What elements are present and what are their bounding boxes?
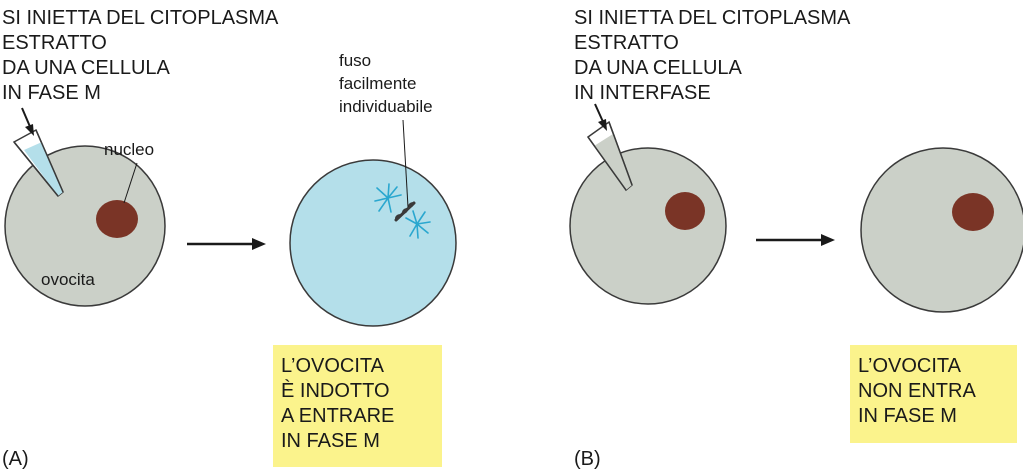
panel-a-title-line-1: SI INIETTA DEL CITOPLASMA <box>2 7 279 29</box>
nucleus-b-before <box>665 192 705 230</box>
nucleus-leader-line <box>123 162 138 204</box>
pipette-b <box>586 120 633 192</box>
spindle-leader-line <box>402 119 409 208</box>
result-b-line-2: NON ENTRA <box>858 380 976 402</box>
result-a-line-3: A ENTRARE <box>281 405 394 427</box>
panel-a: SI INIETTA DEL CITOPLASMA ESTRATTO DA UN… <box>2 7 457 470</box>
process-arrow-a <box>187 238 266 250</box>
panel-b-label: (B) <box>574 448 601 470</box>
panel-b-title-line-2: ESTRATTO <box>574 32 679 54</box>
panel-b-title-line-4: IN INTERFASE <box>574 82 711 104</box>
panel-a-title-line-2: ESTRATTO <box>2 32 107 54</box>
panel-b-title-line-1: SI INIETTA DEL CITOPLASMA <box>574 7 851 29</box>
spindle-aster-lower <box>405 210 431 239</box>
panel-b-title-line-3: DA UNA CELLULA <box>574 57 743 79</box>
nucleus-a-before <box>96 200 138 238</box>
injection-arrow-b <box>594 103 607 131</box>
spindle-label-line-1: fuso <box>339 51 371 70</box>
nucleus-b-after <box>952 193 994 231</box>
result-a-line-2: È INDOTTO <box>281 379 390 402</box>
spindle-label-line-3: individuabile <box>339 97 433 116</box>
injection-arrow-a <box>21 107 34 136</box>
process-arrow-b <box>756 234 835 246</box>
oocyte-a-after <box>289 159 457 327</box>
result-b-line-3: IN FASE M <box>858 405 957 427</box>
result-a-line-1: L’OVOCITA <box>281 355 385 377</box>
panel-a-label: (A) <box>2 448 29 470</box>
mitotic-spindle <box>374 183 431 239</box>
panel-b: SI INIETTA DEL CITOPLASMA ESTRATTO DA UN… <box>569 7 1023 470</box>
oocyte-label: ovocita <box>41 270 95 289</box>
result-a-line-4: IN FASE M <box>281 430 380 452</box>
nucleus-label: nucleo <box>104 140 154 159</box>
oocyte-a-before <box>4 145 166 307</box>
spindle-label-line-2: facilmente <box>339 74 416 93</box>
oocyte-b-after <box>860 147 1023 313</box>
panel-a-title-line-3: DA UNA CELLULA <box>2 57 171 79</box>
pipette-a <box>12 128 64 198</box>
result-box-a <box>273 345 442 467</box>
result-b-line-1: L’OVOCITA <box>858 355 962 377</box>
oocyte-b-before <box>569 147 727 305</box>
panel-a-title-line-4: IN FASE M <box>2 82 101 104</box>
result-box-b <box>850 345 1017 443</box>
spindle-aster-upper <box>374 183 402 213</box>
